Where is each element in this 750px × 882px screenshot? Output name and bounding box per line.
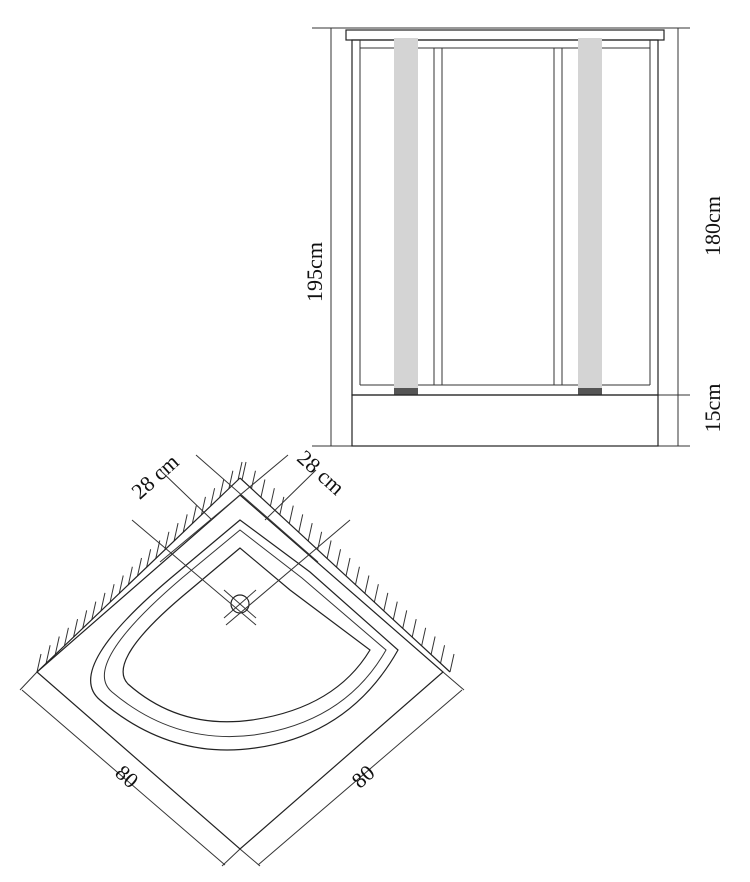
left-wall-hatch-mark <box>191 505 197 524</box>
right-side-ext-a <box>442 671 465 691</box>
right-door-post <box>553 47 563 386</box>
right-wall-hatch-mark <box>279 496 285 516</box>
left-wall-hatch-mark <box>100 592 106 612</box>
left-side-ext-a <box>19 671 38 691</box>
right-glass-strip <box>578 38 602 388</box>
basin-inner-rim <box>122 547 371 723</box>
right-wall-hatch-mark <box>241 461 247 481</box>
left-wall-hatch-mark <box>173 522 179 542</box>
radius-left-ext-a <box>195 454 319 563</box>
plan-view: 28 cm 28 cm 80 80 <box>19 445 465 867</box>
left-wall-hatching <box>36 461 243 673</box>
side-label-left: 80 <box>110 760 143 793</box>
radius-right-ext-b <box>225 519 351 626</box>
basin-middle-rim <box>103 529 387 738</box>
radius-label-left: 28 cm <box>126 449 183 504</box>
left-wall-hatch-mark <box>109 584 115 603</box>
right-wall-hatch-mark <box>250 470 256 489</box>
left-side-dimension-line <box>21 689 226 866</box>
right-wall-hatch-mark <box>373 584 379 603</box>
drain-crosshair-b <box>223 589 257 619</box>
right-wall-hatch-mark <box>440 645 446 664</box>
left-wall-hatch-mark <box>73 618 79 638</box>
right-wall-hatch-mark <box>269 488 275 507</box>
right-wall-hatch-mark <box>288 505 294 524</box>
left-glass-strip <box>394 38 418 388</box>
left-wall-hatch-mark <box>127 566 133 585</box>
total-height-label: 195cm <box>302 242 327 302</box>
shower-tray-front <box>351 394 659 447</box>
right-glass-strip-base <box>578 388 602 395</box>
right-side-ext-b <box>239 848 261 867</box>
radius-right-dim <box>264 469 317 521</box>
left-glass-strip-base <box>394 388 418 395</box>
left-wall-hatch-mark <box>63 627 69 646</box>
radius-label-right: 28 cm <box>292 445 349 500</box>
left-wall-hatch-mark <box>219 479 225 498</box>
front-elevation: 195cm 180cm 15cm <box>302 27 725 447</box>
left-wall-hatch-mark <box>118 575 124 594</box>
left-wall-hatch-mark <box>45 645 51 664</box>
right-wall-hatch-mark <box>336 549 342 568</box>
right-wall-hatch-mark <box>345 557 351 577</box>
right-wall-hatch-mark <box>383 592 389 612</box>
left-wall-hatch-mark <box>137 557 142 577</box>
right-wall-hatch-mark <box>411 618 417 638</box>
left-wall-hatch-mark <box>54 636 60 655</box>
right-wall-hatch-mark <box>449 653 455 673</box>
left-wall-hatch-mark <box>182 514 188 533</box>
left-wall-hatch-mark <box>228 470 234 489</box>
radius-left-ext-b <box>131 519 257 626</box>
right-wall-hatch-mark <box>364 575 370 594</box>
left-wall-hatch-mark <box>210 488 216 507</box>
top-cap <box>345 29 665 41</box>
radius-left-dim <box>159 469 213 521</box>
tray-height-label: 15cm <box>700 384 725 433</box>
left-wall-hatch-mark <box>82 610 88 629</box>
radius-right-ext-a <box>159 454 289 563</box>
left-wall-hatch-mark <box>91 601 97 620</box>
right-side-dimension-line <box>257 689 463 866</box>
right-wall-hatch-mark <box>430 636 436 655</box>
left-wall-hatch-mark <box>164 531 170 550</box>
cabin-height-label: 180cm <box>700 196 725 256</box>
right-wall-hatch-mark <box>298 514 304 533</box>
right-wall-hatch-mark <box>354 566 360 585</box>
right-wall-hatch-mark <box>402 610 408 629</box>
right-wall-hatch-mark <box>421 627 427 646</box>
left-door-post <box>433 47 443 386</box>
left-wall-hatch-mark <box>36 653 42 673</box>
left-wall-hatch-mark <box>237 461 243 481</box>
right-wall-hatching <box>241 461 455 673</box>
left-side-ext-b <box>221 848 241 867</box>
right-wall-hatch-mark <box>326 540 332 559</box>
basin-outer-rim <box>90 519 399 751</box>
left-wall-hatch-mark <box>200 496 206 516</box>
left-wall-line <box>36 477 241 673</box>
right-wall-hatch-mark <box>260 479 266 498</box>
left-wall-hatch-mark <box>146 549 152 568</box>
right-wall-hatch-mark <box>307 522 313 542</box>
right-wall-hatch-mark <box>392 601 398 620</box>
